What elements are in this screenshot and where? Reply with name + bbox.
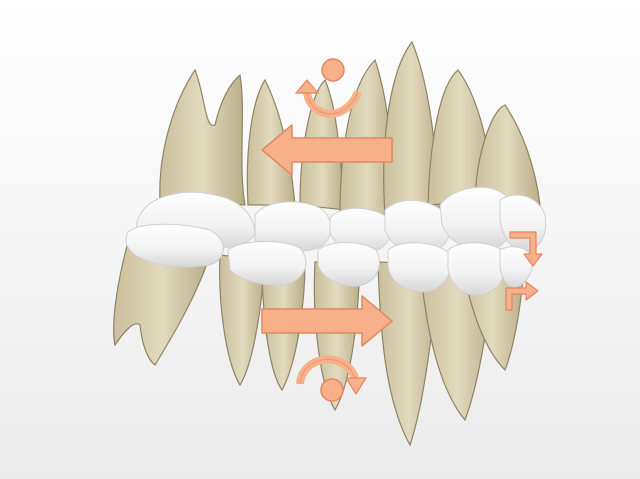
upper-rotation-dot: [322, 59, 344, 81]
lower-rotation-dot: [321, 379, 343, 401]
